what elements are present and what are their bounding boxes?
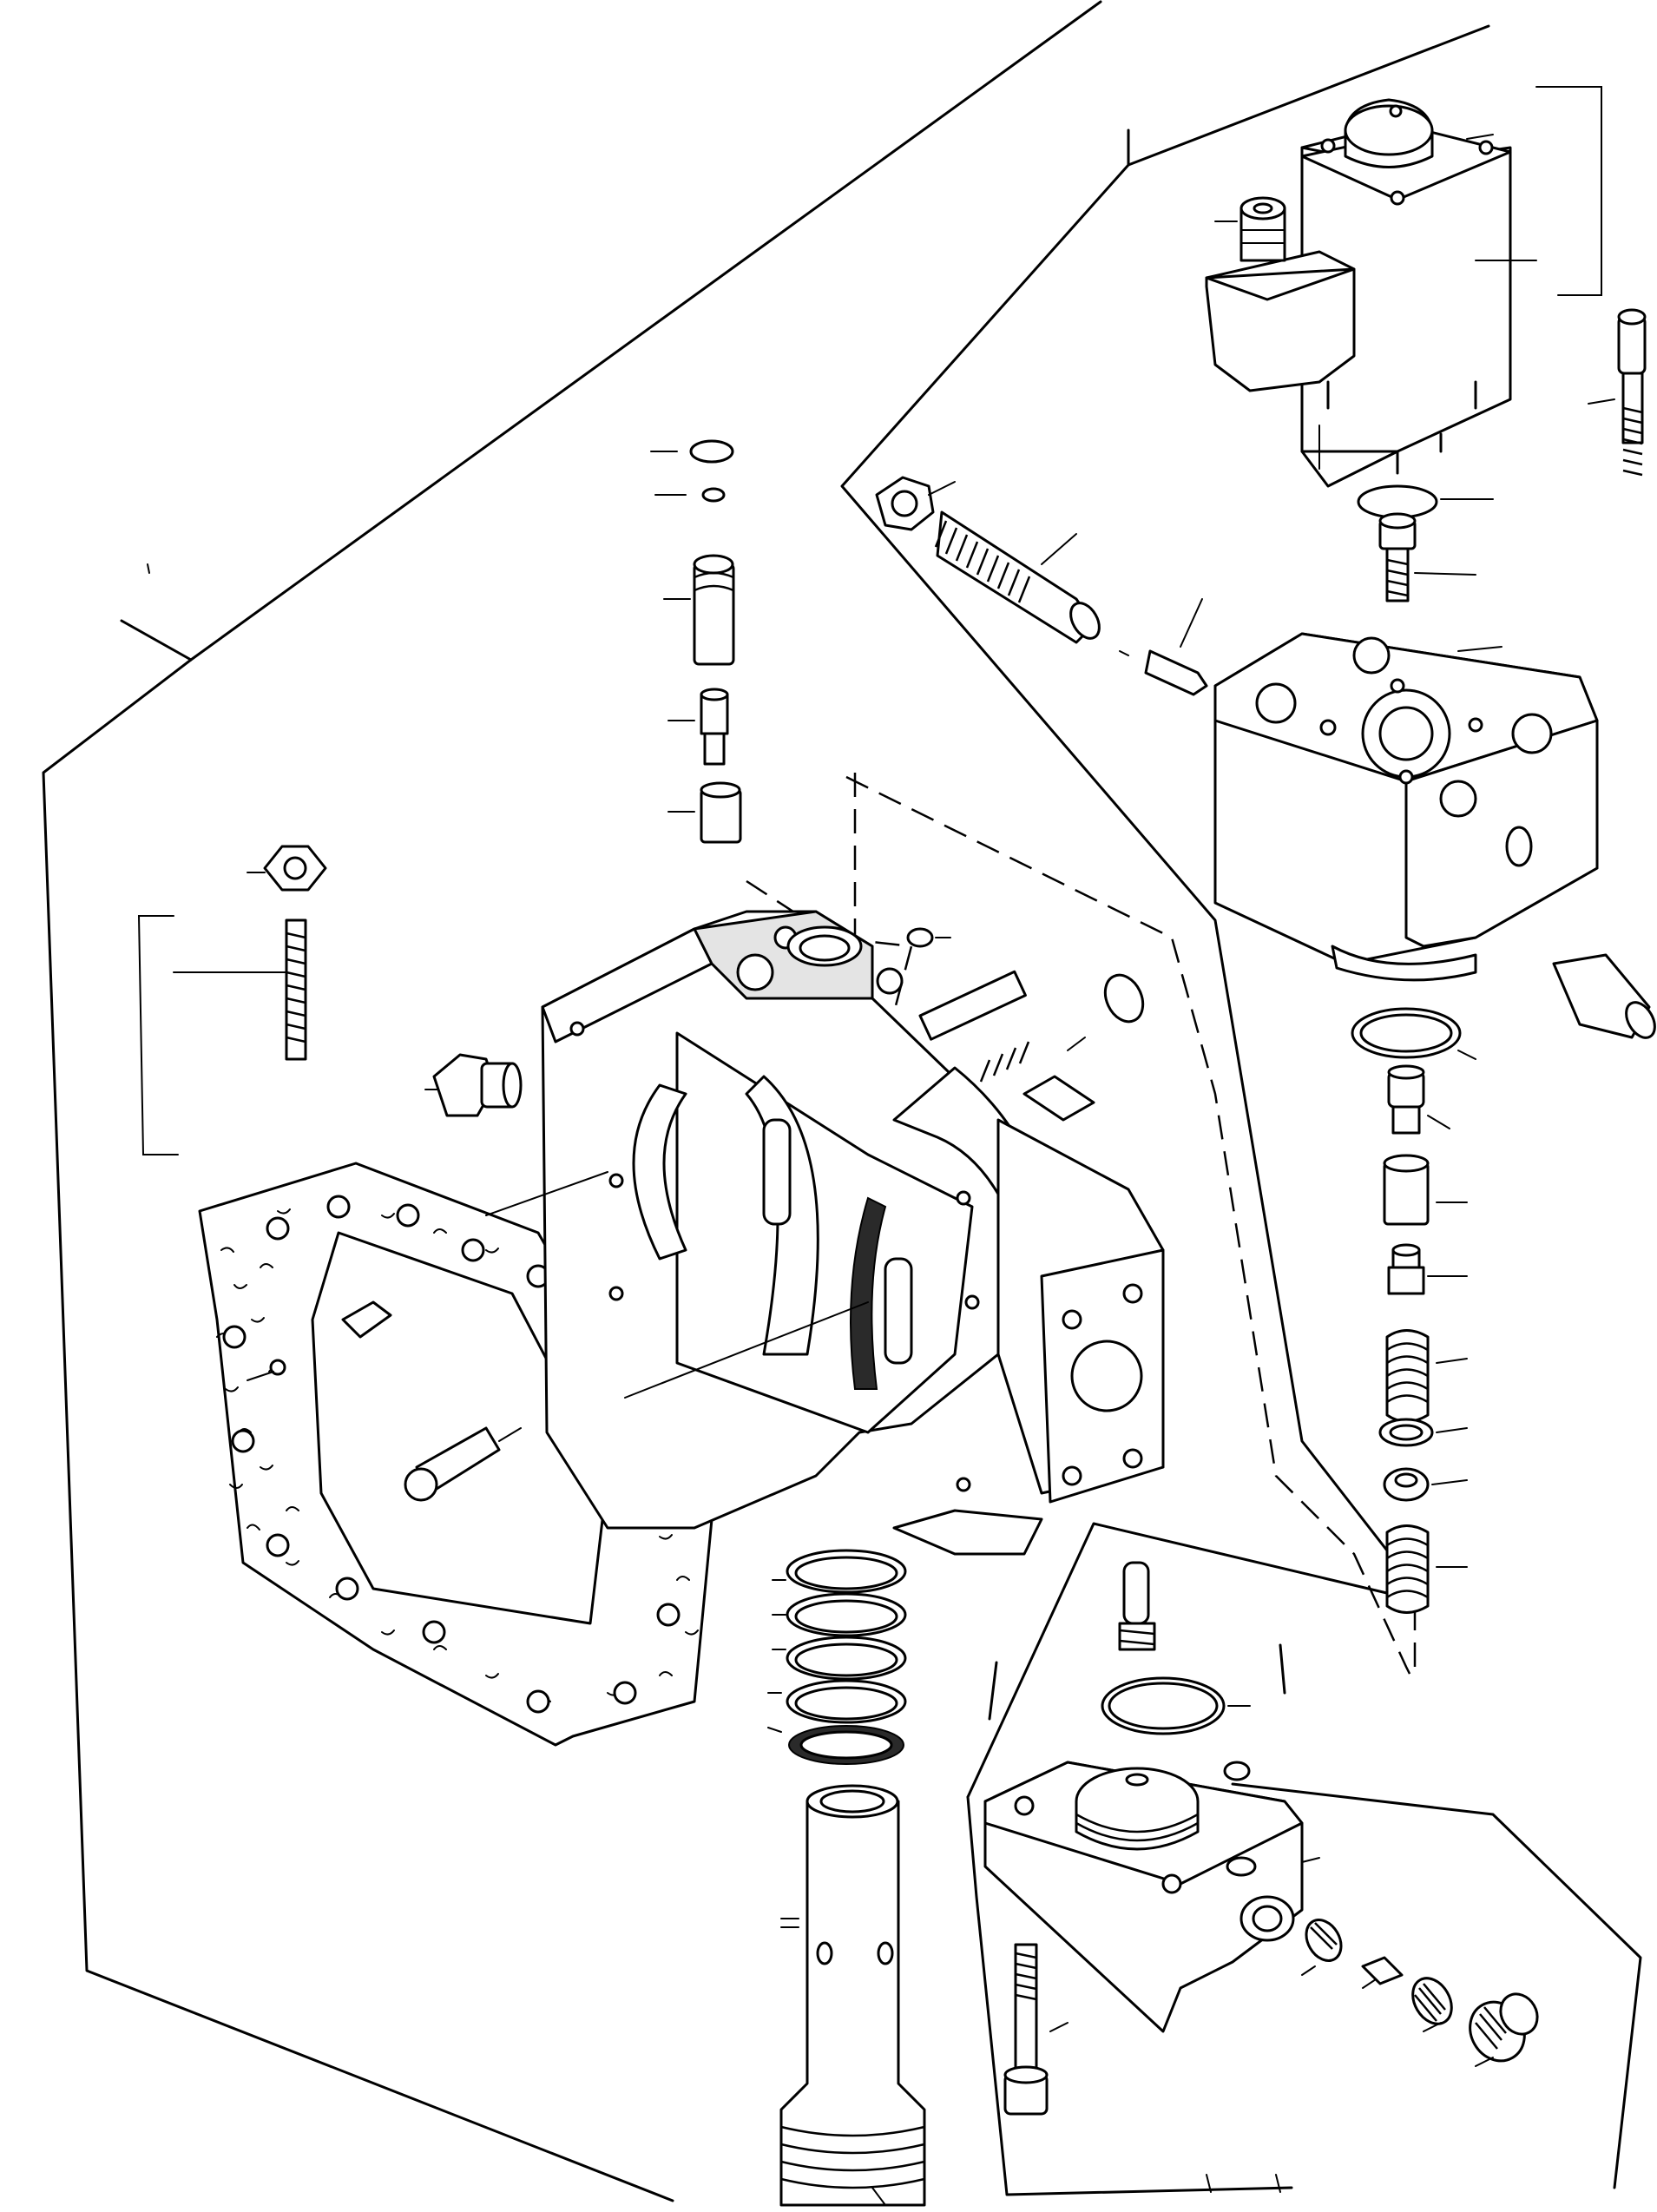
spring-lower <box>1385 1524 1430 1614</box>
plug-with-washer <box>424 1053 523 1117</box>
bottom-group-outline <box>966 1522 1642 2196</box>
spring-upper <box>1385 1329 1430 1423</box>
long-cap-screw <box>1588 308 1647 477</box>
main-valve-body <box>485 910 1165 1556</box>
adapter-block <box>1213 632 1599 982</box>
stud-bolt-with-nut <box>137 845 327 1155</box>
block-cap-screw <box>1003 1943 1069 2116</box>
bottom-valve-block <box>983 1676 1320 2033</box>
adjusting-screw-and-nut <box>875 476 1208 696</box>
leader-ticks <box>147 563 1281 2206</box>
relief-valve-stack <box>1351 1007 1476 1614</box>
housing-outline <box>42 0 1490 2202</box>
solenoid-valve-assembly <box>1205 86 1602 519</box>
check-valve-stack <box>1301 1919 1539 2067</box>
upper-center-stack <box>650 439 742 844</box>
piston-ring-stack <box>767 1549 907 1765</box>
short-cap-screw <box>1378 512 1476 602</box>
spool-sleeve <box>779 1784 926 2207</box>
check-valve-pin <box>1118 1561 1156 1651</box>
small-sleeve <box>1552 953 1656 1039</box>
small-washer <box>906 927 951 948</box>
cover-gasket <box>198 1162 713 1747</box>
